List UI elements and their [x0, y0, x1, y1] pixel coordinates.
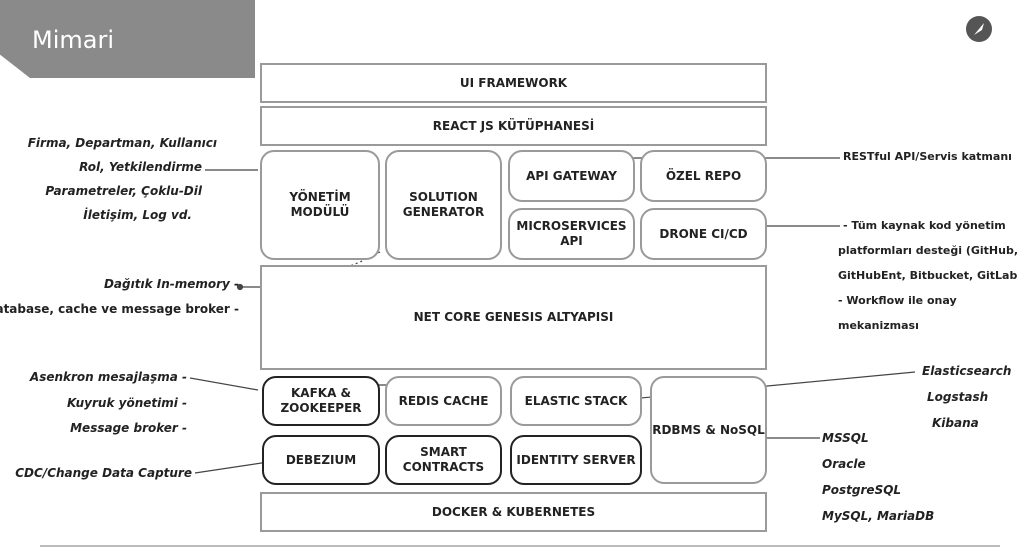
note-rdbms-1: MSSQL	[822, 431, 869, 445]
note-inmemory-1: Dağıtık In-memory -	[103, 277, 239, 291]
netcore-genesis-layer: NET CORE GENESIS ALTYAPISI	[260, 265, 767, 370]
note-rdbms-4: MySQL, MariaDB	[822, 509, 935, 523]
yonetim-module-box: YÖNETİM MODÜLÜ	[260, 150, 380, 260]
note-kafka-3: Message broker -	[70, 421, 187, 435]
identity-server-box: IDENTITY SERVER	[510, 435, 642, 485]
note-elastic-2: Logstash	[927, 390, 989, 404]
kafka-zookeeper-box: KAFKA & ZOOKEEPER	[262, 376, 380, 426]
bottom-divider	[40, 545, 1000, 547]
note-rdbms-3: PostgreSQL	[822, 483, 902, 497]
note-inmemory-2: Database, cache ve message broker -	[0, 302, 239, 316]
solution-generator-box: SOLUTION GENERATOR	[385, 150, 502, 260]
note-cdc: CDC/Change Data Capture	[15, 466, 192, 480]
feather-logo-icon	[966, 16, 992, 42]
note-yonetim-2: Rol, Yetkilendirme	[79, 160, 202, 174]
note-rdbms-2: Oracle	[822, 457, 866, 471]
note-elastic-3: Kibana	[932, 416, 979, 430]
ozel-repo-box: ÖZEL REPO	[640, 150, 767, 202]
note-yonetim-3: Parametreler, Çoklu-Dil	[45, 184, 202, 198]
microservices-api-box: MICROSERVICES API	[508, 208, 635, 260]
smart-contracts-box: SMART CONTRACTS	[385, 435, 502, 485]
note-restful: RESTful API/Servis katmanı	[843, 150, 1012, 163]
note-drone-4: - Workflow ile onay	[838, 294, 957, 307]
react-layer: REACT JS KÜTÜPHANESİ	[260, 106, 767, 146]
docker-kubernetes-layer: DOCKER & KUBERNETES	[260, 492, 767, 532]
note-drone-1: - Tüm kaynak kod yönetim	[843, 219, 1006, 232]
note-drone-2: platformları desteği (GitHub,	[838, 244, 1017, 257]
title-banner	[0, 0, 255, 78]
note-drone-5: mekanizması	[838, 319, 919, 332]
ui-framework-layer: UI FRAMEWORK	[260, 63, 767, 103]
redis-cache-box: REDIS CACHE	[385, 376, 502, 426]
api-gateway-box: API GATEWAY	[508, 150, 635, 202]
page-title: Mimari	[32, 26, 114, 54]
note-kafka-1: Asenkron mesajlaşma -	[29, 370, 187, 384]
elastic-stack-box: ELASTIC STACK	[510, 376, 642, 426]
note-yonetim-4: İletişim, Log vd.	[83, 208, 192, 222]
note-drone-3: GitHubEnt, Bitbucket, GitLab)	[838, 269, 1017, 282]
debezium-box: DEBEZIUM	[262, 435, 380, 485]
rdbms-nosql-box: RDBMS & NoSQL	[650, 376, 767, 484]
drone-cicd-box: DRONE CI/CD	[640, 208, 767, 260]
note-elastic-1: Elasticsearch	[922, 364, 1012, 378]
note-yonetim-1: Firma, Departman, Kullanıcı	[27, 136, 217, 150]
note-kafka-2: Kuyruk yönetimi -	[67, 396, 187, 410]
